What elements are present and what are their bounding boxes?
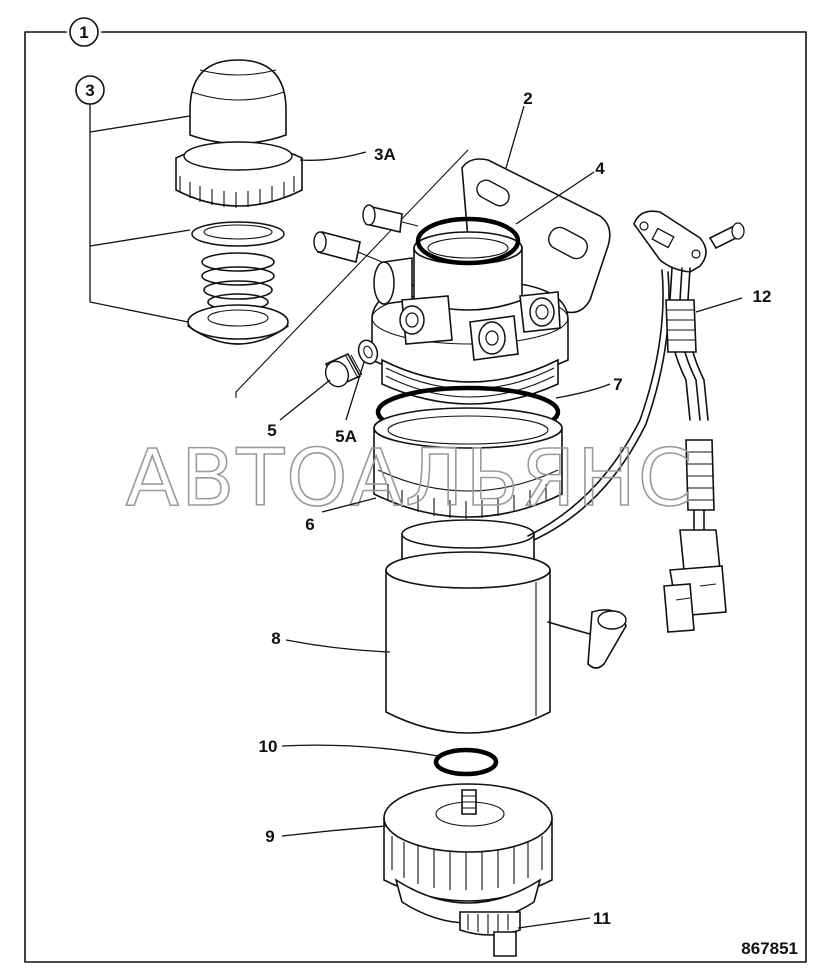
callout-7: 7 xyxy=(613,375,622,394)
callout-3a: 3A xyxy=(374,145,396,164)
svg-text:1: 1 xyxy=(79,23,88,42)
diagram-frame xyxy=(24,31,807,963)
part-10-o-ring xyxy=(433,747,499,777)
callout-5a: 5A xyxy=(335,427,357,446)
callout-6: 6 xyxy=(305,515,314,534)
callout-4: 4 xyxy=(595,159,605,178)
part-8-filter-element xyxy=(385,519,551,734)
leader-lines xyxy=(279,105,743,929)
callout-10: 10 xyxy=(259,737,278,756)
part-6-retaining-ring xyxy=(373,407,563,519)
callout-12: 12 xyxy=(753,287,772,306)
callout-9: 9 xyxy=(265,827,274,846)
callout-3: 3 xyxy=(75,75,105,105)
water-sensor-lead xyxy=(527,269,670,669)
part-2-filter-head xyxy=(313,158,611,405)
part-5a-washer xyxy=(357,339,379,365)
callout-2: 2 xyxy=(523,89,532,108)
svg-text:3: 3 xyxy=(85,81,94,100)
callout-5: 5 xyxy=(267,421,276,440)
part-3-primer-kit xyxy=(89,59,303,345)
assembly-guide-line xyxy=(235,149,469,398)
part-4-o-ring xyxy=(415,216,521,266)
part-5-bleed-screw xyxy=(324,352,363,388)
callout-1: 1 xyxy=(69,17,99,47)
part-9-water-bowl xyxy=(383,783,553,957)
figure-number: 867851 xyxy=(741,939,798,958)
watermark-text: АВТОАЛЬЯНС xyxy=(126,434,695,524)
callout-8: 8 xyxy=(271,629,280,648)
part-12-sensor-harness xyxy=(633,210,745,633)
callout-11: 11 xyxy=(593,909,611,928)
